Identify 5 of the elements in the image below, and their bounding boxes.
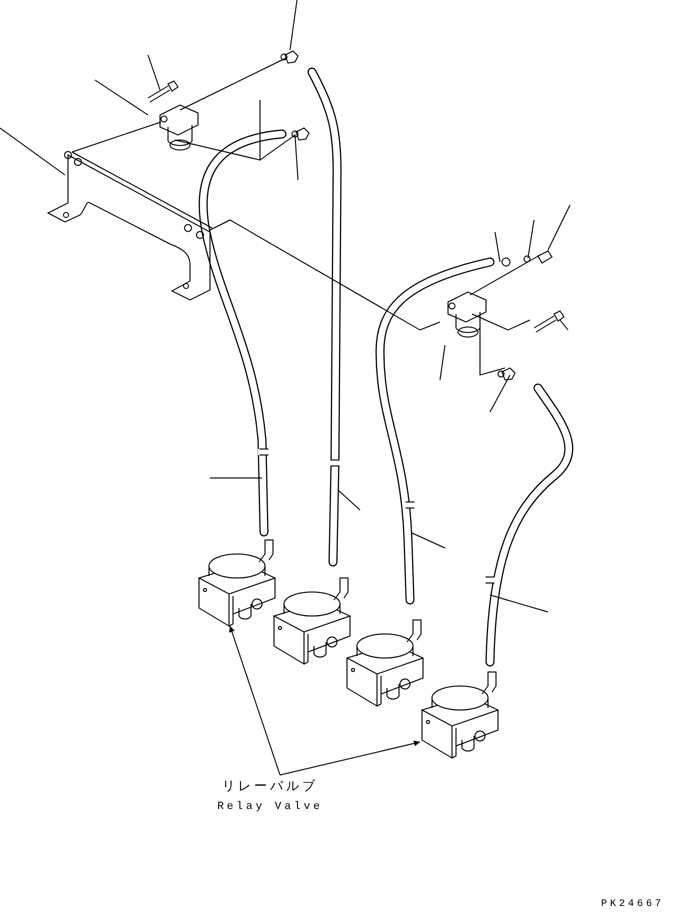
leader-line [280, 740, 420, 776]
leader-line [229, 626, 280, 776]
english-label: Relay Valve [217, 801, 323, 814]
japanese-label: リレーバルブ [222, 780, 318, 794]
drawing-number: PK24667 [600, 900, 664, 910]
